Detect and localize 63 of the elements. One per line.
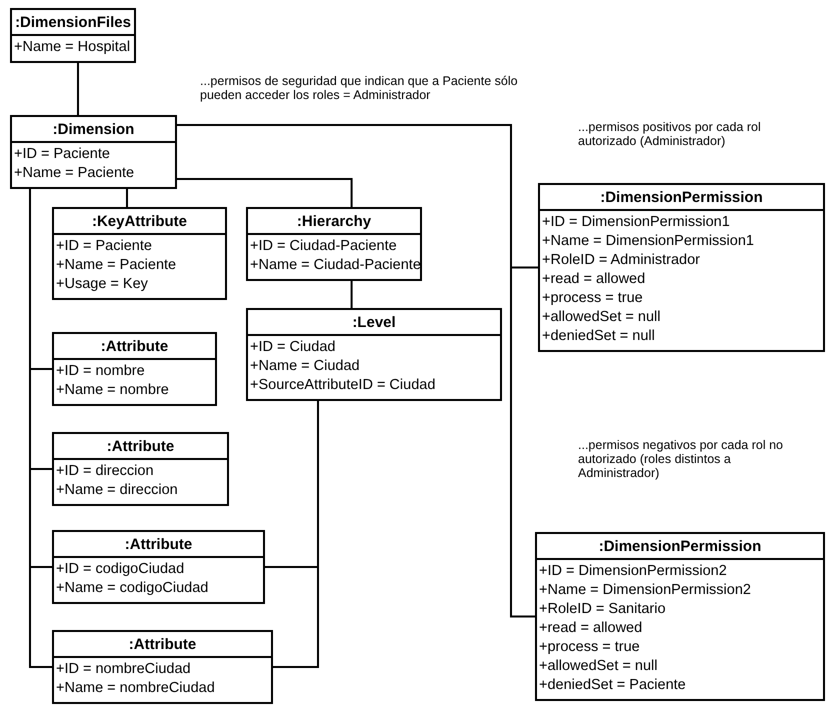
attribute-text: +ID = codigoCiudad [56,562,184,577]
attribute-text: +allowedSet = null [542,310,660,325]
attribute-text: +deniedSet = Paciente [539,678,686,693]
attribute-text: +Name = Paciente [56,258,176,273]
object-name: :DimensionFiles [15,14,131,30]
attribute-text: +ID = nombreCiudad [56,662,191,677]
object-box [52,332,217,406]
attribute-text: +Name = DimensionPermission1 [542,234,754,249]
attribute-text: +ID = Ciudad [250,340,336,355]
attribute-text: +ID = nombre [56,364,145,379]
object-name: :Dimension [52,122,134,136]
attribute-text: +Usage = Key [56,277,148,292]
note-text: ...permisos positivos por cada rol autorizado (Administrador) [578,120,762,148]
object-box [52,207,227,300]
attribute-text: +RoleID = Sanitario [539,602,666,617]
object-box [246,308,502,401]
connector-line [177,178,353,207]
attribute-text: +Name = nombre [56,383,169,398]
object-box [538,183,825,352]
attribute-text: +ID = direccion [56,464,154,479]
attribute-text: +Name = Ciudad-Paciente [250,258,421,273]
object-box [52,530,265,604]
object-box [10,8,136,63]
attribute-text: +RoleID = Administrador [542,253,700,268]
object-name: :Hierarchy [296,214,372,228]
attribute-text: +Name = DimensionPermission2 [539,583,751,598]
attribute-text: +Name = Paciente [14,166,134,181]
attribute-text: +process = true [542,291,643,306]
object-box [10,115,177,189]
object-name: :Attribute [124,536,192,552]
attribute-text: +ID = Paciente [14,147,110,162]
note-text: ...permisos de seguridad que indican que a Paciente sólo pueden acceder los roles = Administrador [200,74,519,102]
attribute-text: +allowedSet = null [539,659,658,674]
attribute-text: +Name = codigoCiudad [56,581,208,596]
object-name: :DimensionPermission [600,190,763,204]
attribute-text: +Name = Ciudad [250,359,360,374]
object-name: :Attribute [106,438,174,454]
object-name: :KeyAttribute [92,214,187,228]
attribute-text: +SourceAttributeID = Ciudad [250,378,436,393]
object-box [535,532,825,701]
connector-line [77,63,79,115]
connector-line [350,281,353,308]
attribute-text: +ID = Paciente [56,239,152,254]
attribute-text: +Name = Hospital [14,40,130,55]
attribute-text: +deniedSet = null [542,329,655,344]
object-box [246,207,422,281]
attribute-text: +read = allowed [542,272,646,287]
attribute-text: +process = true [539,640,640,655]
connector-line [126,189,128,207]
object-name: :DimensionPermission [598,538,762,554]
attribute-text: +Name = nombreCiudad [56,681,215,696]
note-text: ...permisos negativos por cada rol no autorizado (roles distintos a Administrador) [578,438,784,480]
attribute-text: +read = allowed [539,621,642,636]
object-box [52,432,229,506]
object-name: :Attribute [100,338,168,354]
object-name: :Level [352,314,396,330]
object-name: :Attribute [128,636,196,652]
attribute-text: +ID = Ciudad-Paciente [250,239,397,254]
connector-line [273,401,319,668]
attribute-text: +ID = DimensionPermission1 [542,215,730,230]
attribute-text: +Name = direccion [56,483,178,498]
object-box [52,630,273,704]
attribute-text: +ID = DimensionPermission2 [539,564,727,579]
